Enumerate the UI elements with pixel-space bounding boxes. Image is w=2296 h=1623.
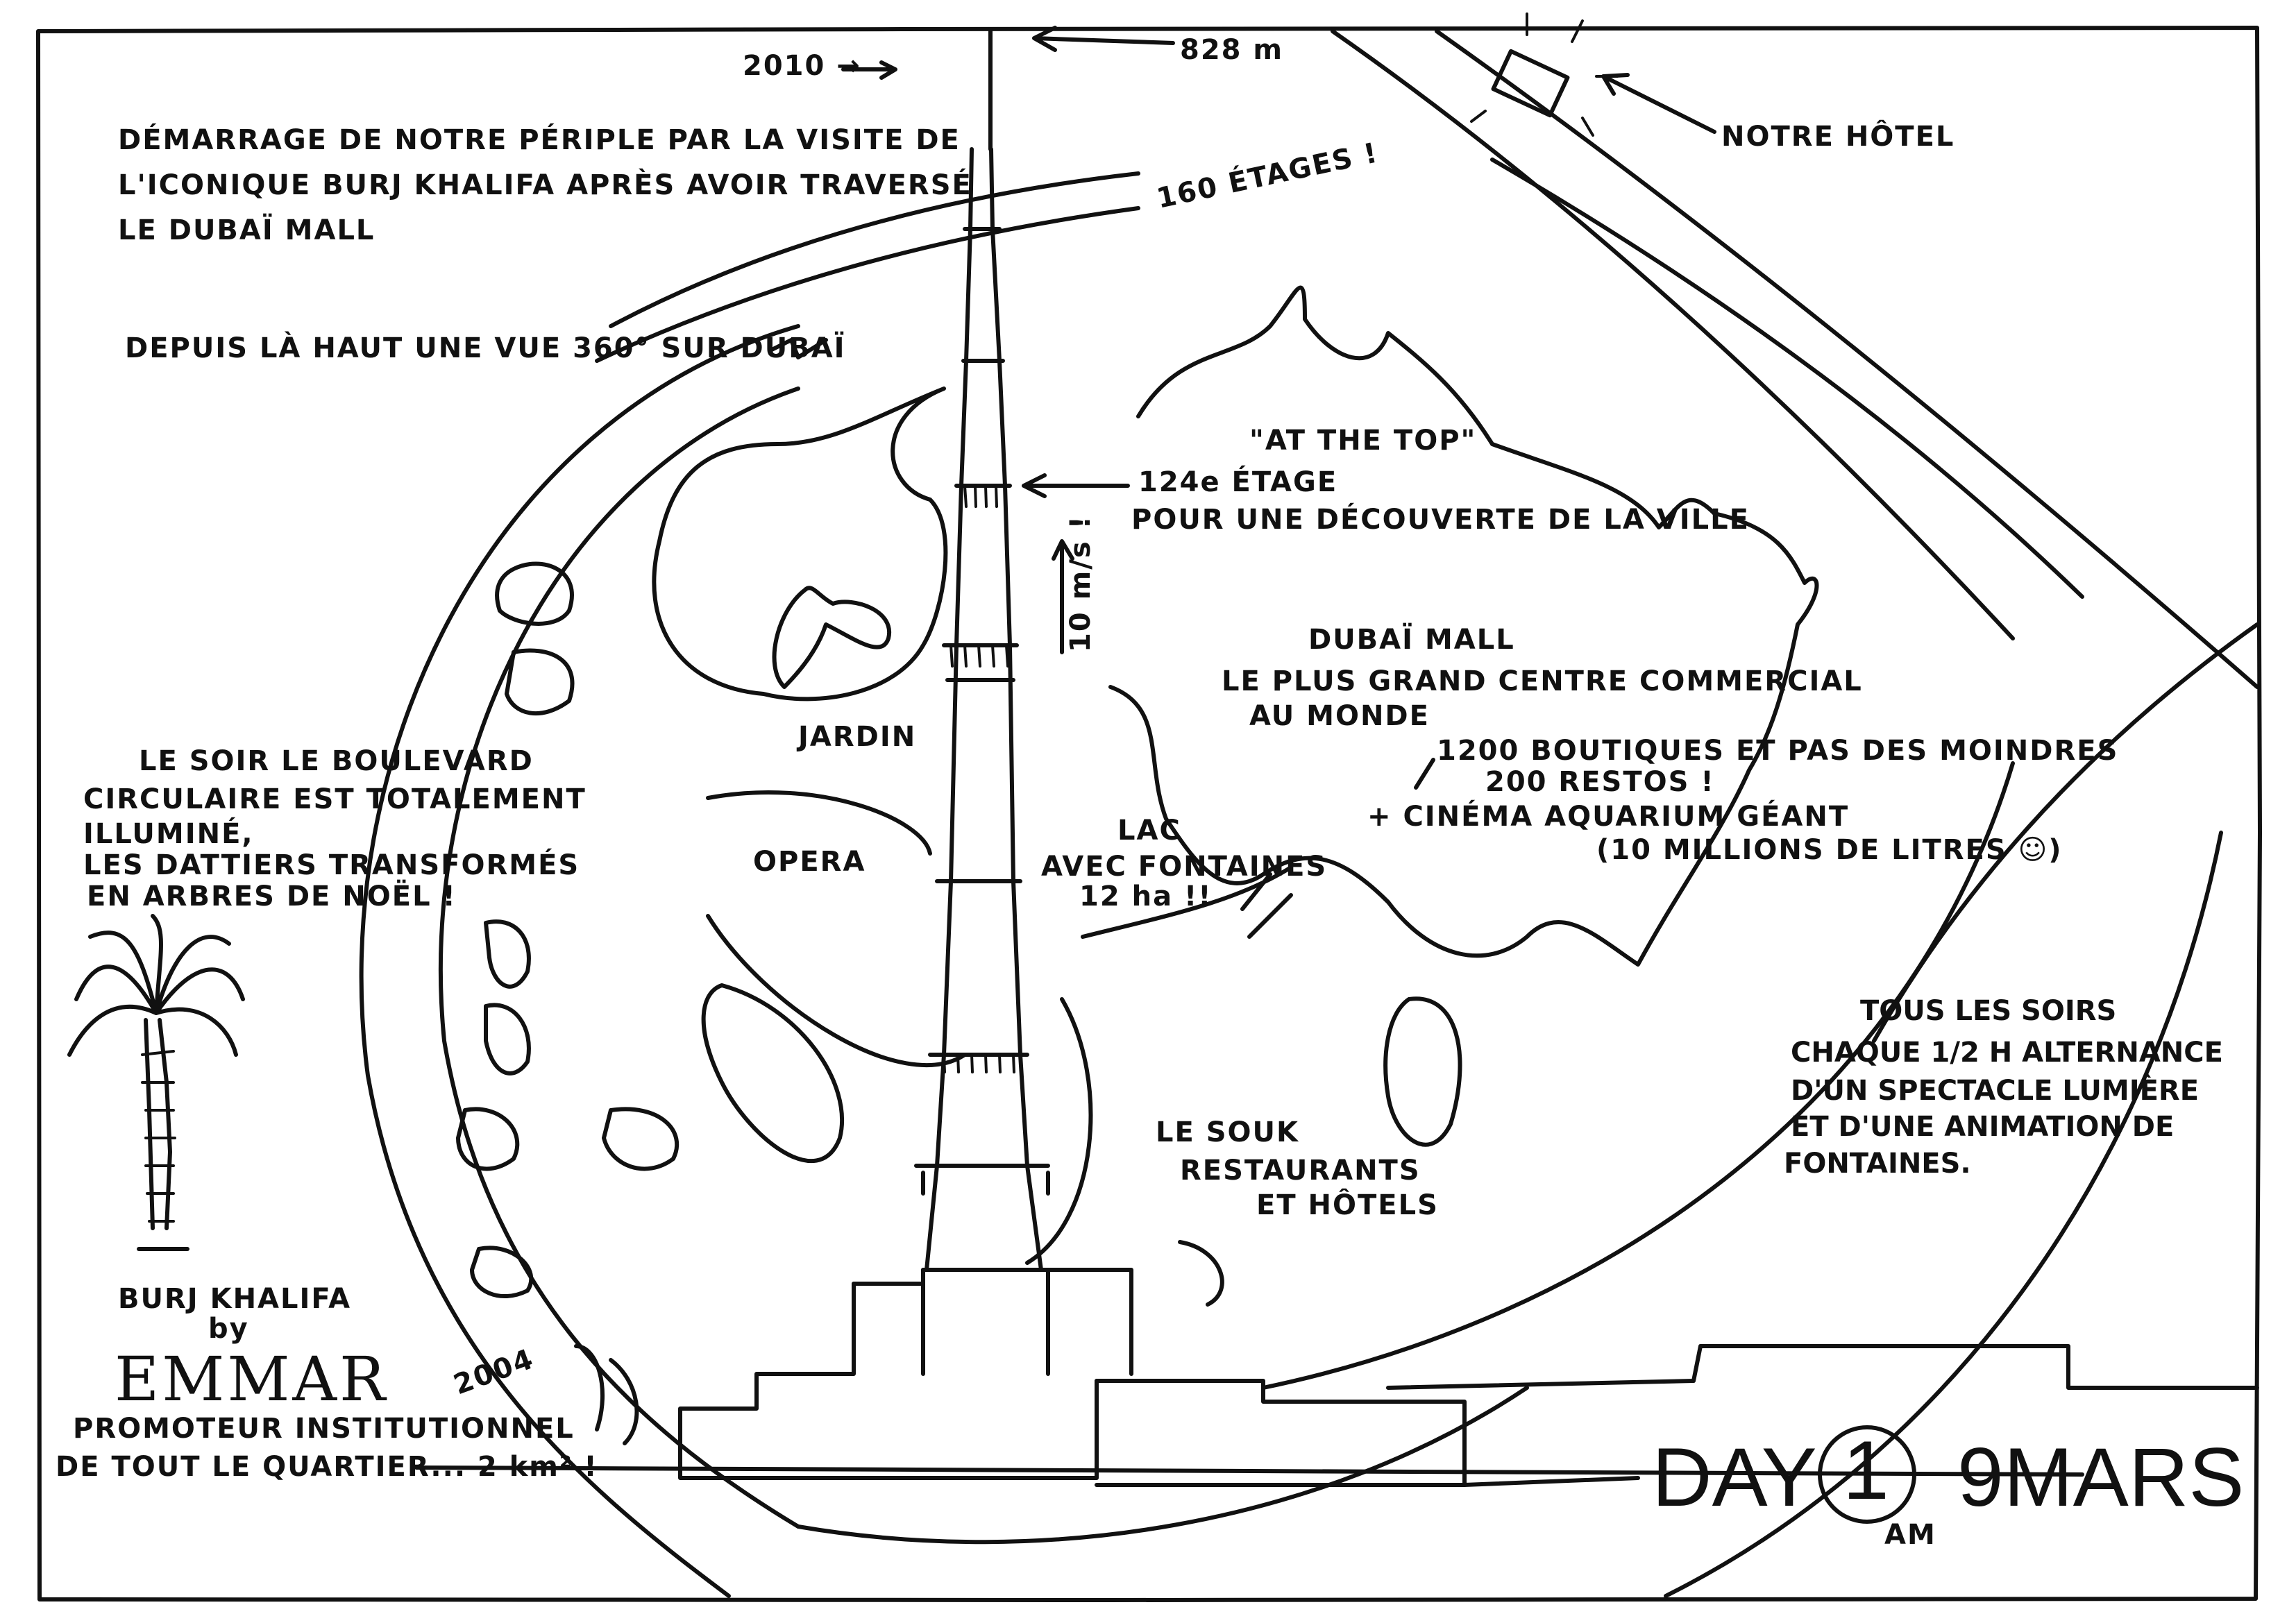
lake-outline <box>706 790 1293 1265</box>
mall-line-2: AU MONDE <box>1249 700 1430 732</box>
show-line-3: D'UN SPECTACLE LUMIÈRE <box>1791 1073 2199 1107</box>
souk-label-3: ET HÔTELS <box>1256 1188 1439 1221</box>
show-line-1: TOUS LES SOIRS <box>1860 995 2116 1027</box>
height-arrow <box>1032 26 1175 52</box>
developer-line-3: DE TOUT LE QUARTIER... 2 km² ! <box>56 1451 598 1483</box>
mall-line-4: 200 RESTOS ! <box>1485 766 1715 798</box>
developer-name: EMMAR <box>115 1343 388 1415</box>
lake-label-3: 12 ha !! <box>1079 881 1212 912</box>
dubai-mall-outline <box>1108 285 1819 967</box>
evening-note: LE SOIR LE BOULEVARD CIRCULAIRE EST TOTA… <box>83 745 586 912</box>
day-number-circle <box>1818 1425 1916 1524</box>
date-stamp: DAY 1 AM 9MARS <box>1652 1424 2244 1551</box>
year-started: 2004 <box>450 1343 539 1401</box>
show-line-2: CHAQUE 1/2 H ALTERNANCE <box>1791 1037 2223 1069</box>
tower-floors: 160 ÉTAGES ! <box>1154 135 1381 215</box>
intro-line-2: L'ICONIQUE BURJ KHALIFA APRÈS AVOIR TRAV… <box>118 168 972 201</box>
intro-note: DÉMARRAGE DE NOTRE PÉRIPLE PAR LA VISITE… <box>118 123 972 364</box>
elevator-arrow <box>1052 539 1074 654</box>
hotel-icon <box>1470 12 1619 137</box>
developer-by: by <box>208 1313 249 1345</box>
evening-line-5: EN ARBRES DE NOËL ! <box>87 879 457 912</box>
lake-label-2: AVEC FONTAINES <box>1041 851 1327 883</box>
tower-height: 828 m <box>1180 34 1283 66</box>
circular-boulevard <box>359 324 2223 1598</box>
hotel-label: NOTRE HÔTEL <box>1721 119 1955 153</box>
garden-outline <box>652 386 948 702</box>
developer-line-1: BURJ KHALIFA <box>118 1283 351 1315</box>
day-number: 1 <box>1843 1424 1889 1517</box>
mall-title: DUBAÏ MALL <box>1308 622 1515 656</box>
intro-line-1: DÉMARRAGE DE NOTRE PÉRIPLE PAR LA VISITE… <box>118 123 961 156</box>
mall-line-3: 1200 BOUTIQUES ET PAS DES MOINDRES <box>1437 735 2118 767</box>
day-label: DAY <box>1652 1431 1817 1524</box>
show-line-4: ET D'UNE ANIMATION DE <box>1791 1111 2174 1143</box>
mall-line-1: LE PLUS GRAND CENTRE COMMERCIAL <box>1222 665 1863 697</box>
mall-line-5: + CINÉMA AQUARIUM GÉANT <box>1367 799 1849 833</box>
garden-leaf-icon <box>772 586 892 689</box>
lake-label-1: LAC <box>1117 815 1181 847</box>
year-arrow <box>841 60 897 80</box>
burj-khalifa-tower <box>414 27 2259 1487</box>
intro-line-3: LE DUBAÏ MALL <box>118 213 375 246</box>
elevator-speed: 10 m/s ! <box>1065 515 1097 652</box>
view-squiggle <box>768 338 828 359</box>
lake-edge <box>1240 872 1293 939</box>
mall-line-6: (10 MILLIONS DE LITRES ☺) <box>1596 834 2063 866</box>
evening-line-4: LES DATTIERS TRANSFORMÉS <box>83 848 580 881</box>
show-line-5: FONTAINES. <box>1784 1148 1971 1180</box>
garden-label: JARDIN <box>796 721 916 753</box>
evening-line-3: ILLUMINÉ, <box>83 817 254 850</box>
mall-pointer <box>1414 758 1435 790</box>
souk-label-1: LE SOUK <box>1156 1116 1299 1148</box>
mall-note: DUBAÏ MALL LE PLUS GRAND CENTRE COMMERCI… <box>1222 622 2118 866</box>
palm-tree-icon <box>67 914 245 1251</box>
am-label: AM <box>1884 1519 1936 1551</box>
evening-line-1: LE SOIR LE BOULEVARD <box>139 745 534 777</box>
date-label: 9MARS <box>1957 1431 2244 1524</box>
at-the-top-label: "AT THE TOP" <box>1249 425 1476 457</box>
discovery-label: POUR UNE DÉCOUVERTE DE LA VILLE <box>1131 502 1750 536</box>
hotel-arrow <box>1601 73 1716 134</box>
floor-124-label: 124e ÉTAGE <box>1138 465 1337 498</box>
show-note: TOUS LES SOIRS CHAQUE 1/2 H ALTERNANCE D… <box>1784 995 2223 1180</box>
top-floor-arrow <box>1022 473 1130 498</box>
developer-line-2: PROMOTEUR INSTITUTIONNEL <box>73 1413 575 1445</box>
view-note: DEPUIS LÀ HAUT UNE VUE 360° SUR DUBAÏ <box>125 331 846 364</box>
roads <box>595 29 2259 1043</box>
boulevard-plots <box>456 561 1462 1445</box>
year-completed: 2010 → <box>743 50 861 82</box>
sketch-frame <box>36 26 2262 1602</box>
developer-note: BURJ KHALIFA by EMMAR PROMOTEUR INSTITUT… <box>56 1283 598 1483</box>
opera-label: OPERA <box>753 846 866 878</box>
souk-label-2: RESTAURANTS <box>1180 1155 1421 1187</box>
evening-line-2: CIRCULAIRE EST TOTALEMENT <box>83 783 586 815</box>
